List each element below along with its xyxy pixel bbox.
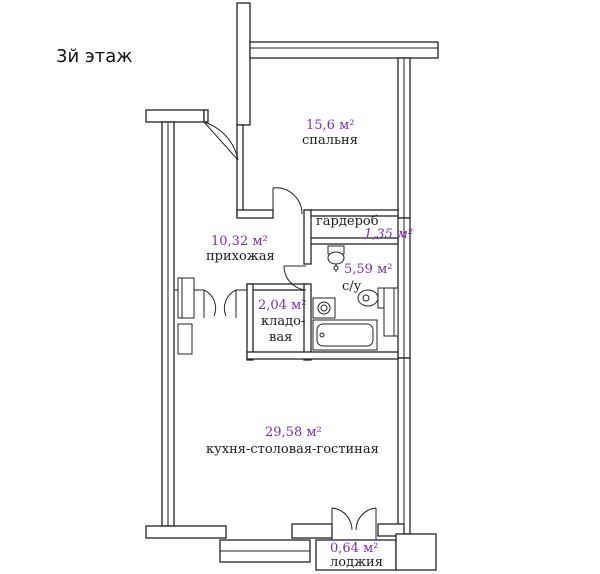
bathtub-icon xyxy=(312,319,378,351)
floor-title: 3й этаж xyxy=(56,46,132,67)
wardrobe-area: 1,35 м² xyxy=(364,227,413,242)
window-left xyxy=(177,277,195,355)
loggia-right xyxy=(395,533,437,571)
washing-machine-icon xyxy=(312,297,336,319)
hall-name: прихожая xyxy=(206,249,275,264)
wall-bedroom-bottom-left xyxy=(236,209,274,219)
wall-pantry-bottom xyxy=(246,351,399,360)
bathroom-name: с/у xyxy=(342,279,362,294)
pantry-area: 2,04 м² xyxy=(258,298,306,313)
wall-bottom-mid xyxy=(291,523,333,539)
living-double-door xyxy=(203,289,237,318)
loggia-frame xyxy=(315,539,397,571)
wall-pantry-left xyxy=(246,283,254,361)
wall-hall-bath xyxy=(303,209,312,265)
wall-bottom-left xyxy=(145,525,227,539)
wall-pantry-top xyxy=(246,283,308,291)
entrance-door xyxy=(203,121,239,161)
bedroom-door xyxy=(272,187,303,215)
living-name: кухня-столовая-гостиная xyxy=(206,442,379,457)
pantry-door xyxy=(283,265,307,291)
bedroom-area: 15,6 м² xyxy=(306,118,354,133)
pantry-name-line1: кладо- xyxy=(261,314,305,329)
bathroom-area: 5,59 м² xyxy=(344,262,392,277)
wall-bedroom-left-lower xyxy=(236,124,244,216)
wall-hall-top xyxy=(203,109,209,123)
wall-bedroom-top xyxy=(249,41,439,59)
loggia-area: 0,64 м² xyxy=(330,541,378,556)
wardrobe-name: гардероб xyxy=(316,214,379,229)
wall-bottom-right xyxy=(377,523,405,537)
living-area: 29,58 м² xyxy=(265,425,322,440)
hall-area: 10,32 м² xyxy=(211,234,268,249)
wall-pantry-right xyxy=(303,283,312,361)
wall-bedroom-left-upper xyxy=(236,2,251,126)
bedroom-name: спальня xyxy=(302,133,358,148)
loggia-name: лоджия xyxy=(330,555,383,570)
toilet-icon xyxy=(357,287,385,309)
pantry-name-line2: вая xyxy=(269,330,292,345)
wall-left-top xyxy=(145,109,205,123)
window-right xyxy=(383,287,399,337)
sink-icon xyxy=(327,245,345,272)
loggia-double-door xyxy=(331,507,377,540)
